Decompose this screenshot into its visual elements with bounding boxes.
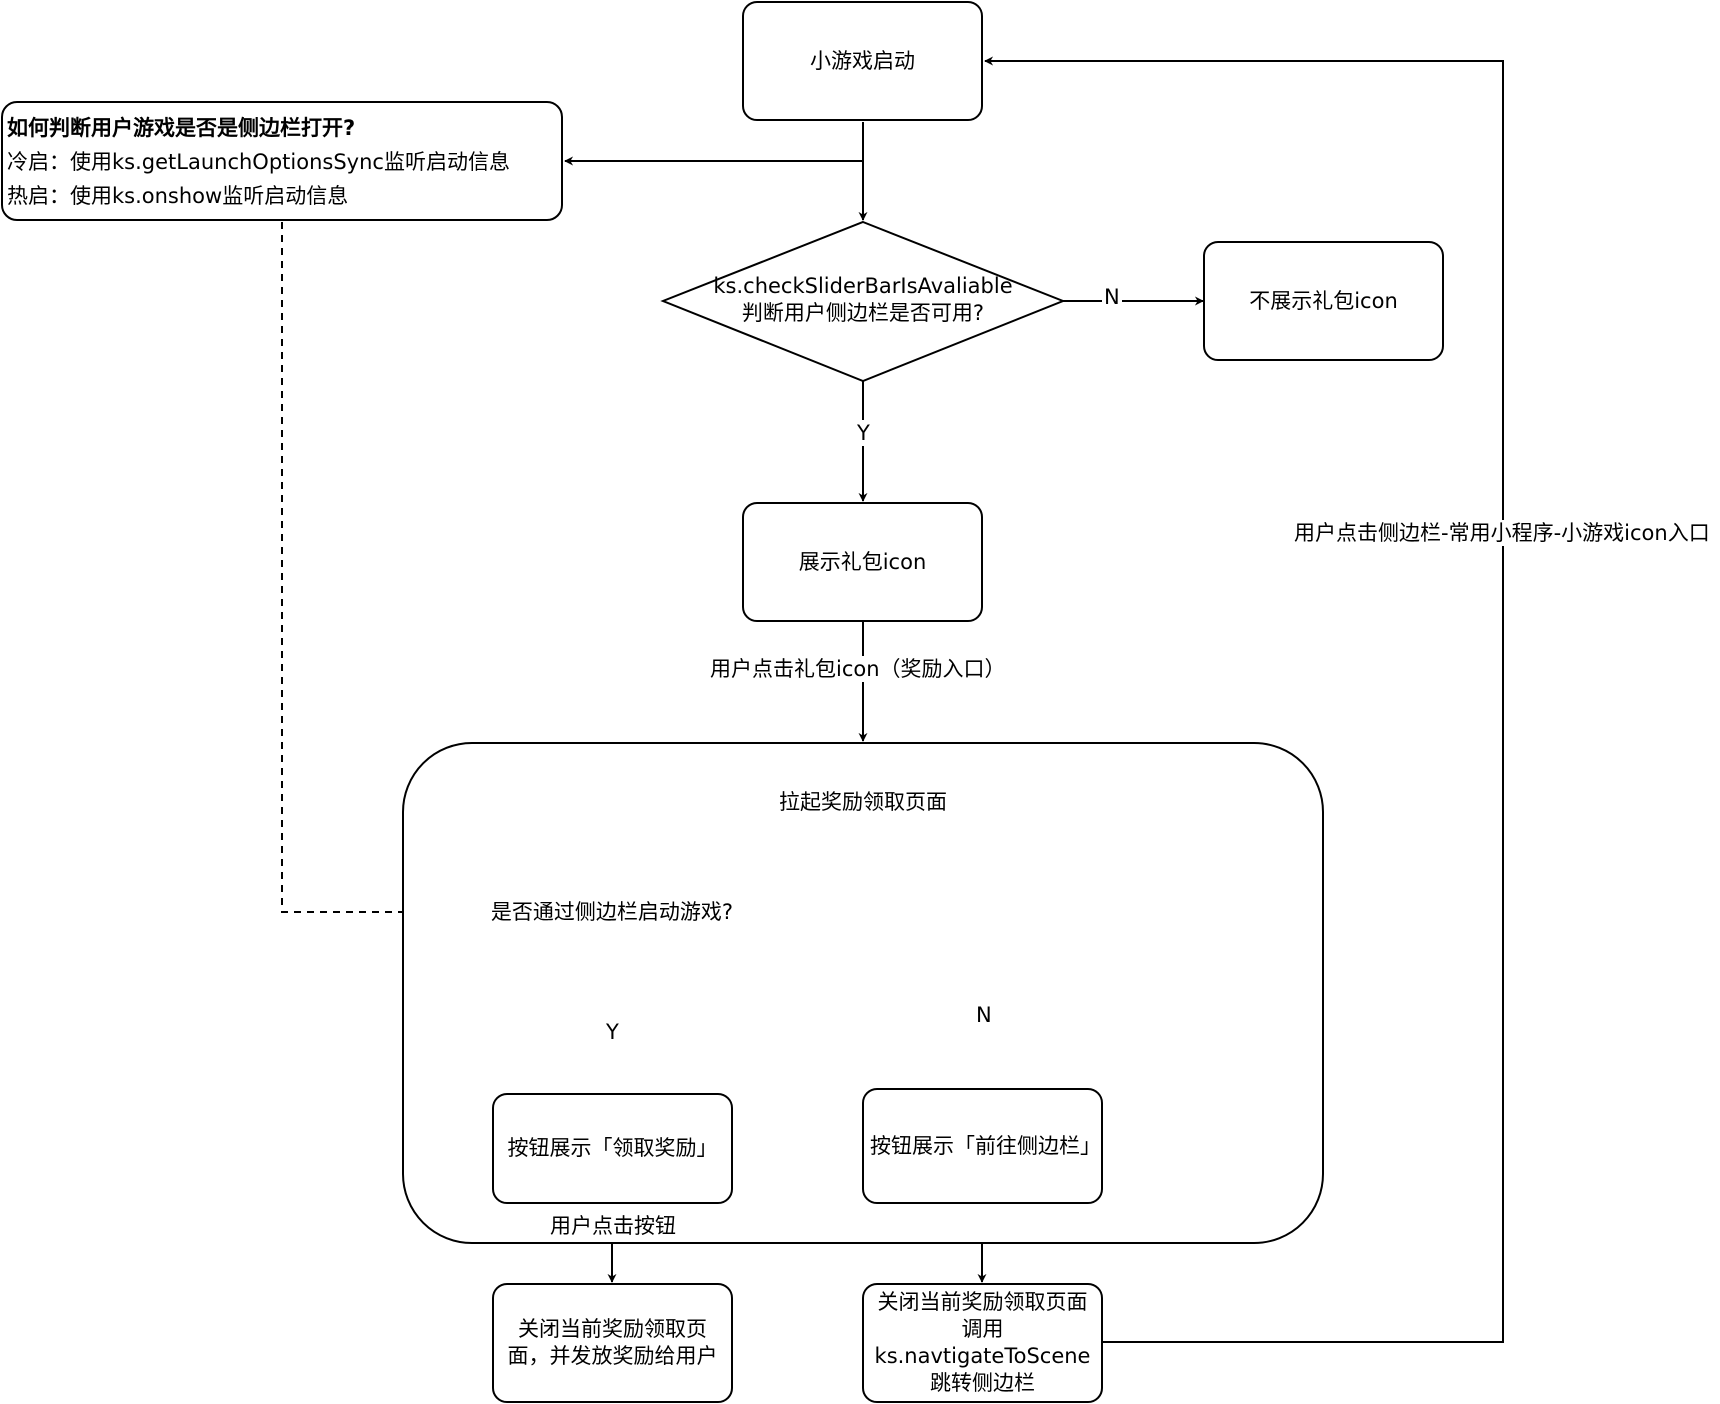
decision-sidebar-available-line1: ks.checkSliderBarIsAvaliable	[713, 274, 1013, 298]
group-reward-page-title: 拉起奖励领取页面	[779, 790, 947, 814]
edge-label-click-gift-icon: 用户点击礼包icon（奖励入口）	[708, 656, 1008, 682]
node-button-claim-reward-label: 按钮展示「领取奖励」	[507, 1136, 718, 1160]
node-button-claim-reward: 按钮展示「领取奖励」	[492, 1093, 733, 1204]
node-close-and-navigate-line1: 关闭当前奖励领取页面	[877, 1290, 1088, 1314]
node-close-and-reward-line2: 面，并发放奖励给用户	[507, 1344, 718, 1368]
edge-label-sidebar-entry: 用户点击侧边栏-常用小程序-小游戏icon入口	[1292, 520, 1712, 546]
node-show-gift-icon: 展示礼包icon	[742, 502, 983, 622]
node-button-go-sidebar-label: 按钮展示「前往侧边栏」	[870, 1133, 1101, 1158]
edge-label-n-sidebar-unavailable: N	[1102, 284, 1122, 310]
node-close-and-navigate-line2: 调用ks.navtigateToScene	[874, 1317, 1091, 1368]
node-show-gift-icon-label: 展示礼包icon	[798, 549, 927, 574]
decision-sidebar-available-line2: 判断用户侧边栏是否可用?	[741, 301, 985, 325]
edge-label-y-sidebar-available: Y	[855, 420, 872, 446]
node-close-and-reward-line1: 关闭当前奖励领取页	[518, 1317, 707, 1341]
edge-label-n-not-via-sidebar: N	[974, 1002, 994, 1028]
node-hide-gift-icon: 不展示礼包icon	[1203, 241, 1444, 361]
decision-sidebar-available-text: ks.checkSliderBarIsAvaliable 判断用户侧边栏是否可用…	[703, 273, 1023, 327]
node-close-and-navigate: 关闭当前奖励领取页面 调用ks.navtigateToScene 跳转侧边栏	[862, 1283, 1103, 1403]
node-button-go-sidebar: 按钮展示「前往侧边栏」	[862, 1088, 1103, 1204]
edge-label-y-via-sidebar: Y	[604, 1019, 621, 1045]
edge-close-nav-to-start	[984, 56, 1504, 1343]
note-how-to-detect: 如何判断用户游戏是否是侧边栏打开? 冷启：使用ks.getLaunchOptio…	[1, 101, 563, 221]
node-hide-gift-icon-label: 不展示礼包icon	[1249, 288, 1398, 313]
note-cold-start: 冷启：使用ks.getLaunchOptionsSync监听启动信息	[7, 150, 510, 174]
decision-via-sidebar-label: 是否通过侧边栏启动游戏?	[490, 900, 734, 924]
note-hot-start: 热启：使用ks.onshow监听启动信息	[7, 184, 349, 208]
note-title: 如何判断用户游戏是否是侧边栏打开?	[7, 116, 356, 140]
node-game-start-label: 小游戏启动	[810, 48, 915, 73]
node-close-and-navigate-line3: 跳转侧边栏	[930, 1371, 1035, 1395]
node-close-and-reward: 关闭当前奖励领取页 面，并发放奖励给用户	[492, 1283, 733, 1403]
edge-note-to-decision-dashed	[281, 222, 462, 917]
edge-label-click-button: 用户点击按钮	[548, 1213, 678, 1239]
decision-via-sidebar-text: 是否通过侧边栏启动游戏?	[466, 899, 758, 926]
decision-sidebar-available-shape	[660, 220, 1066, 383]
node-game-start: 小游戏启动	[742, 1, 983, 121]
